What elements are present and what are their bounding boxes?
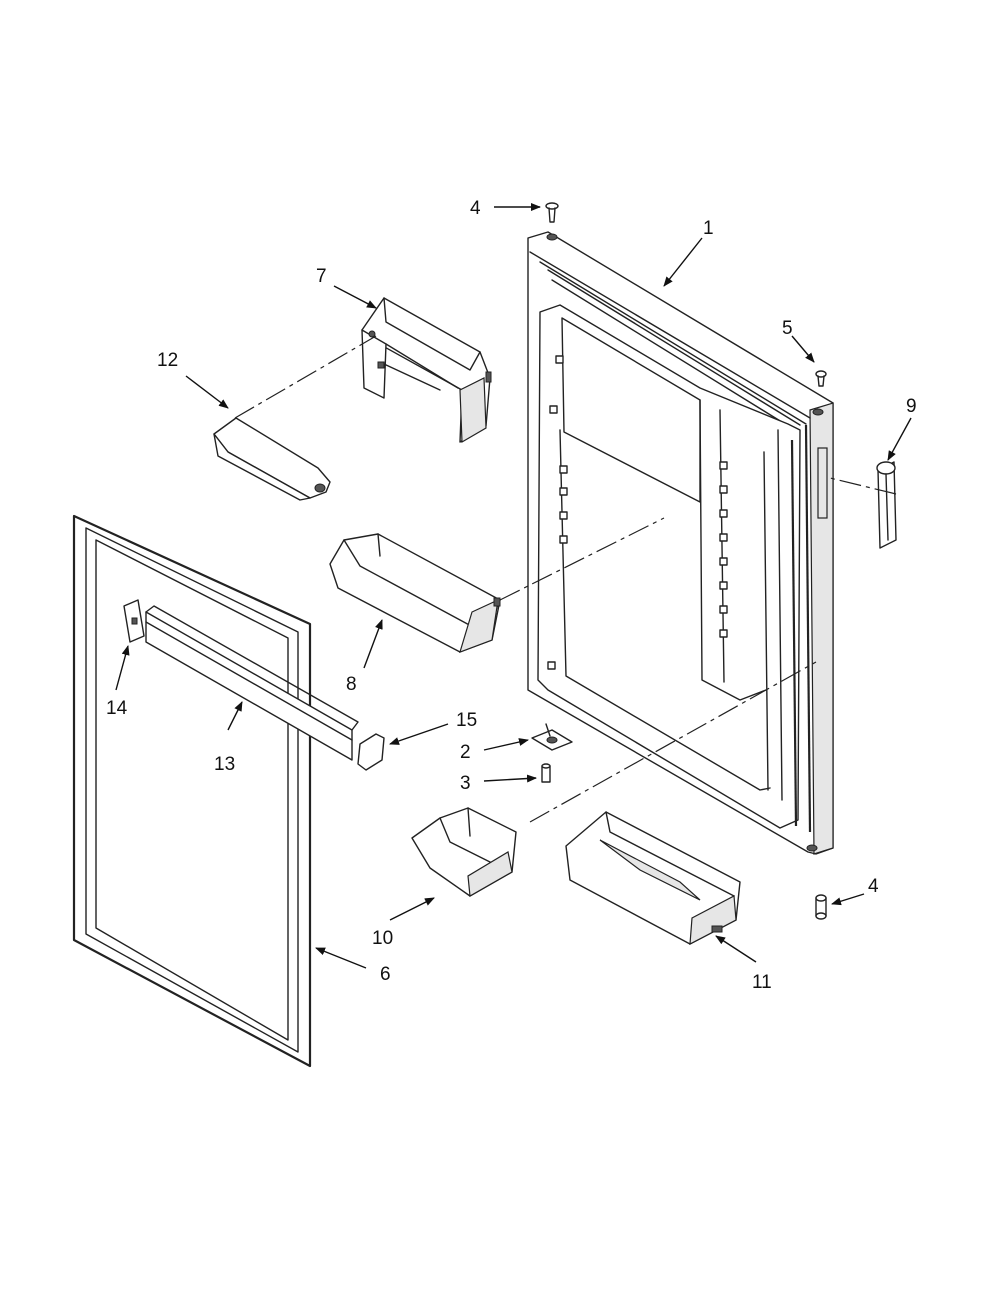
part-shelf-endcap-left — [123, 599, 145, 643]
callout-10: 10 — [372, 928, 393, 949]
callout-4-bottom: 4 — [868, 876, 879, 897]
part-hinge-pin — [541, 763, 551, 783]
part-screw-5 — [815, 370, 827, 387]
part-handle-trim — [876, 461, 897, 549]
part-door-bin-small — [411, 807, 517, 897]
callout-6: 6 — [380, 964, 391, 985]
callout-15: 15 — [456, 710, 477, 731]
alignment-lines — [234, 335, 897, 823]
part-screw-top — [545, 202, 559, 223]
callout-5: 5 — [782, 318, 793, 339]
callout-11: 11 — [752, 972, 772, 993]
callout-14: 14 — [106, 698, 128, 719]
callout-12: 12 — [157, 350, 178, 371]
part-hinge-bracket — [531, 723, 573, 751]
part-door-bin-crisper — [565, 811, 741, 946]
part-dairy-door — [213, 417, 331, 501]
part-dairy-bin-frame — [361, 297, 492, 444]
callout-4-top: 4 — [470, 198, 481, 219]
callout-9: 9 — [906, 396, 917, 417]
leader-arrows — [115, 203, 912, 969]
part-door-bin-large — [329, 533, 501, 653]
callout-3: 3 — [460, 773, 471, 794]
callout-2: 2 — [460, 742, 471, 763]
callout-1: 1 — [703, 218, 714, 239]
part-shelf-endcap-right — [357, 733, 385, 771]
part-door-liner — [527, 231, 834, 855]
callout-8: 8 — [346, 674, 357, 695]
callout-labels: 4 1 5 9 7 12 8 14 13 15 2 3 10 6 11 4 — [106, 198, 917, 993]
part-shelf-bar — [145, 605, 359, 761]
part-hinge-pin-bottom — [815, 894, 827, 920]
callout-7: 7 — [316, 266, 327, 287]
callout-13: 13 — [214, 754, 235, 775]
part-door-gasket — [72, 514, 312, 1068]
